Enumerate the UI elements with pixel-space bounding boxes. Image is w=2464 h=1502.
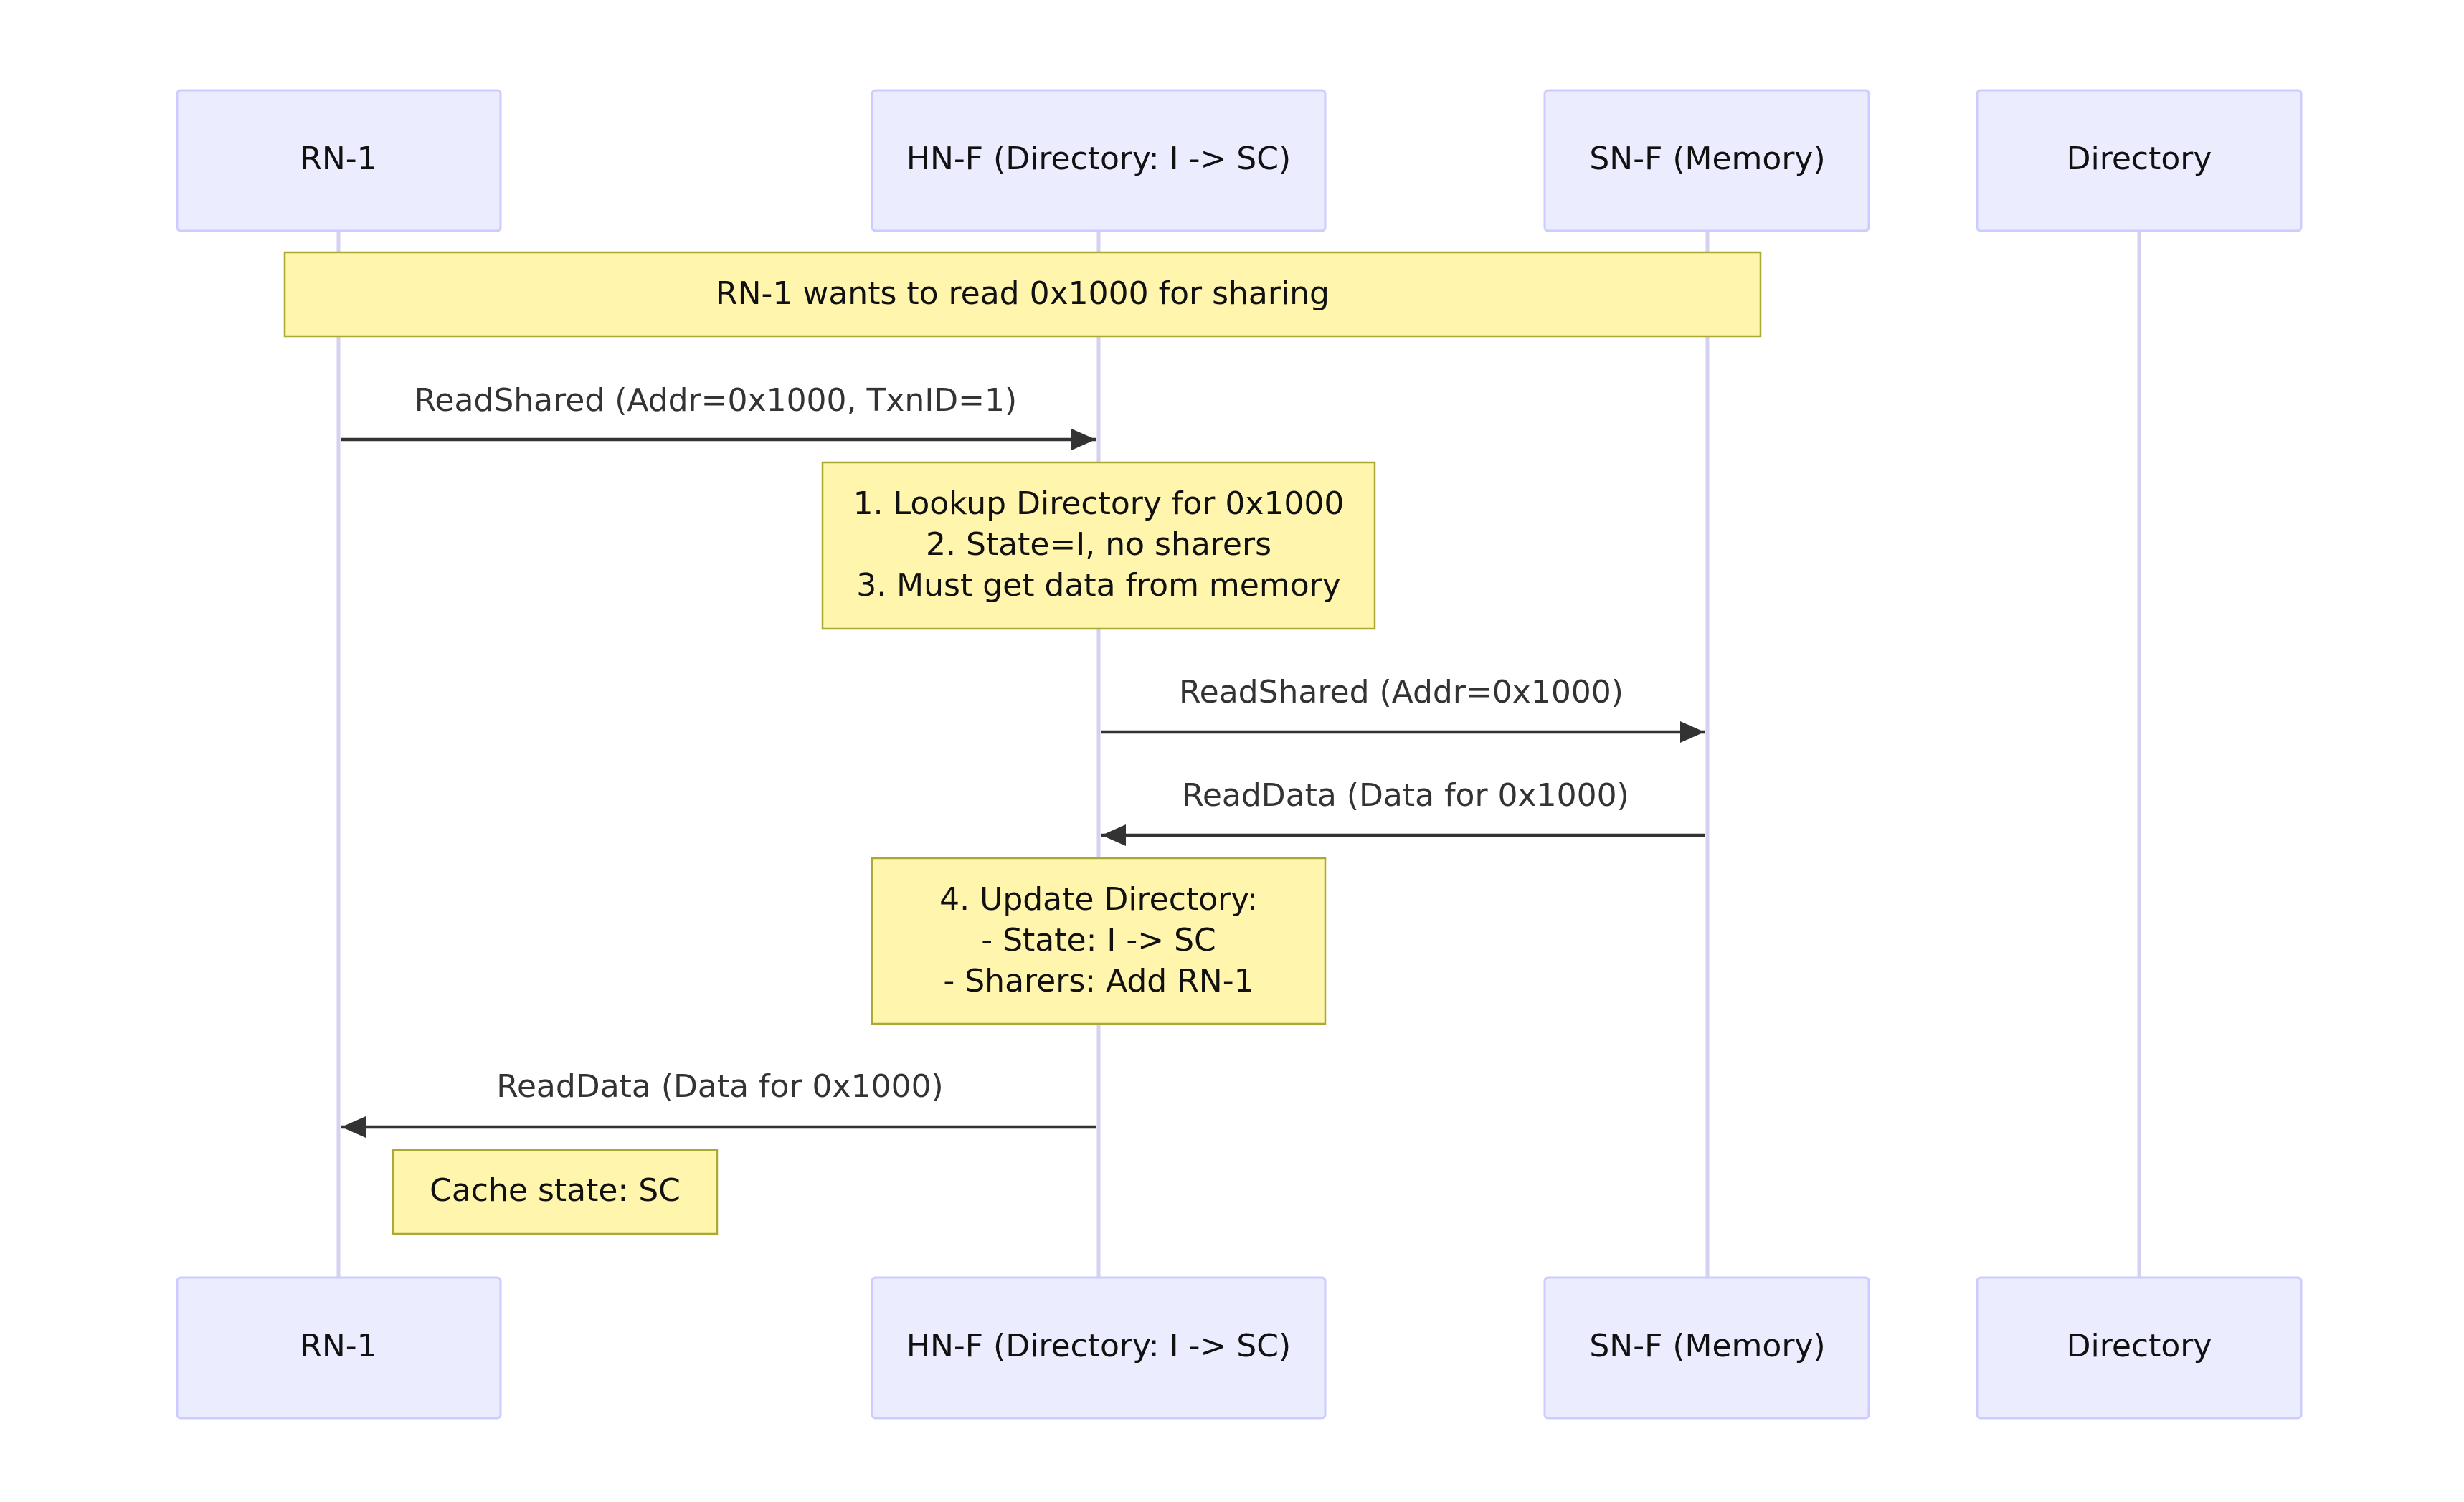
message-label: ReadData (Data for 0x1000): [1182, 777, 1629, 814]
participant-label: HN-F (Directory: I -> SC): [906, 1328, 1291, 1364]
note-text: 4. Update Directory:: [939, 881, 1258, 918]
participants-bottom: RN-1 HN-F (Directory: I -> SC) SN-F (Mem…: [176, 1276, 2303, 1420]
note-text: - Sharers: Add RN-1: [943, 963, 1254, 999]
message-label: ReadData (Data for 0x1000): [496, 1068, 943, 1105]
note-text: 2. State=I, no sharers: [926, 526, 1271, 563]
note-cache: Cache state: SC: [392, 1149, 719, 1235]
participant-label: RN-1: [300, 1328, 376, 1364]
message-readshared-hnf-to-snf: ReadShared (Addr=0x1000): [1101, 674, 1705, 743]
message-readdata-snf-to-hnf: ReadData (Data for 0x1000): [1101, 777, 1705, 846]
participant-hnf-top[interactable]: HN-F (Directory: I -> SC): [871, 89, 1327, 232]
participant-label: SN-F (Memory): [1589, 141, 1825, 177]
participant-rn1-bottom[interactable]: RN-1: [176, 1276, 502, 1420]
message-readshared-rn1-to-hnf: ReadShared (Addr=0x1000, TxnID=1): [341, 382, 1096, 450]
participant-label: RN-1: [300, 141, 376, 177]
message-readdata-hnf-to-rn1: ReadData (Data for 0x1000): [341, 1068, 1096, 1138]
participant-snf-bottom[interactable]: SN-F (Memory): [1543, 1276, 1870, 1420]
message-label: ReadShared (Addr=0x1000, TxnID=1): [414, 382, 1017, 419]
note-text: Cache state: SC: [430, 1172, 681, 1209]
participant-label: Directory: [2067, 141, 2212, 177]
participant-label: Directory: [2067, 1328, 2212, 1364]
participant-directory-bottom[interactable]: Directory: [1976, 1276, 2303, 1420]
participant-label: SN-F (Memory): [1589, 1328, 1825, 1364]
note-text: 1. Lookup Directory for 0x1000: [853, 485, 1345, 522]
note-lookup: 1. Lookup Directory for 0x1000 2. State=…: [821, 461, 1376, 630]
participant-directory-top[interactable]: Directory: [1976, 89, 2303, 232]
participant-snf-top[interactable]: SN-F (Memory): [1543, 89, 1870, 232]
note-text: RN-1 wants to read 0x1000 for sharing: [716, 275, 1330, 312]
participants-top: RN-1 HN-F (Directory: I -> SC) SN-F (Mem…: [176, 89, 2303, 232]
note-text: 3. Must get data from memory: [856, 567, 1341, 604]
note-update: 4. Update Directory: - State: I -> SC - …: [871, 857, 1327, 1025]
note-text: - State: I -> SC: [981, 922, 1216, 959]
participant-label: HN-F (Directory: I -> SC): [906, 141, 1291, 177]
message-label: ReadShared (Addr=0x1000): [1179, 674, 1624, 710]
note-intent: RN-1 wants to read 0x1000 for sharing: [283, 251, 1762, 338]
lifelines: [336, 231, 2141, 1278]
participant-rn1-top[interactable]: RN-1: [176, 89, 502, 232]
participant-hnf-bottom[interactable]: HN-F (Directory: I -> SC): [871, 1276, 1327, 1420]
